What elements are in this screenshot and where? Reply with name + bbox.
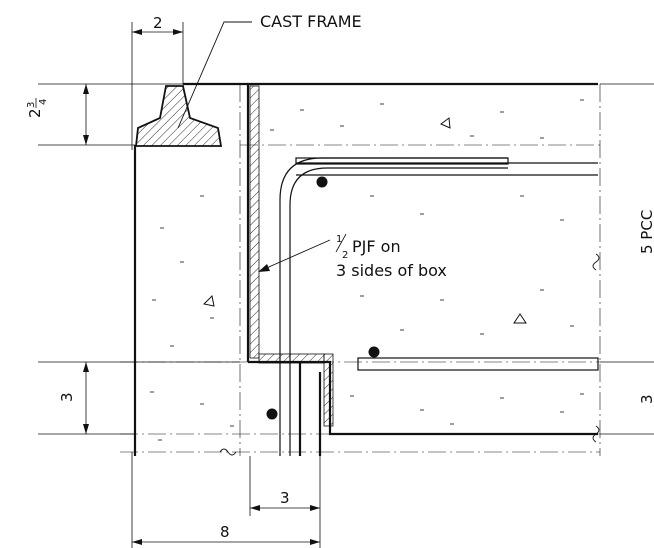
dim-right-lower-label: 3 xyxy=(638,394,654,404)
reinforcing-bars xyxy=(279,157,599,456)
pjf-filler xyxy=(249,85,334,427)
cast-frame-leader xyxy=(177,21,252,129)
fraction-denominator: 2 xyxy=(342,250,348,261)
aggregate-triangles xyxy=(202,117,527,324)
pjf-line2: 3 sides of box xyxy=(336,261,447,280)
pjf-label: 1 2 PJF on 3 sides of box xyxy=(335,233,447,280)
svg-text:2: 2 xyxy=(26,108,44,118)
pjf-leader-arrow xyxy=(258,264,270,272)
pjf-line1: PJF on xyxy=(352,237,401,256)
fraction-numerator: 3 xyxy=(26,102,37,108)
break-marks xyxy=(219,253,600,456)
dim-top-label: 2 xyxy=(153,14,163,32)
dim-left-top-label: 2 3 4 xyxy=(26,98,49,118)
dim-bottom-outer-label: 8 xyxy=(220,523,230,541)
rebar-dots xyxy=(266,176,380,420)
dimension-arrows xyxy=(83,29,320,545)
cast-frame-label: CAST FRAME xyxy=(260,12,362,31)
fraction-denominator: 4 xyxy=(38,99,49,105)
cast-frame xyxy=(134,85,223,147)
dimension-lines xyxy=(38,22,654,548)
pcc-slab-label: 5 PCC xyxy=(638,210,654,254)
pjf-leader xyxy=(261,239,331,271)
dim-bottom-inner-label: 3 xyxy=(280,489,290,507)
concrete-stipple xyxy=(150,99,584,441)
fraction-numerator: 1 xyxy=(336,234,342,245)
dim-left-lower-label: 3 xyxy=(58,392,76,402)
